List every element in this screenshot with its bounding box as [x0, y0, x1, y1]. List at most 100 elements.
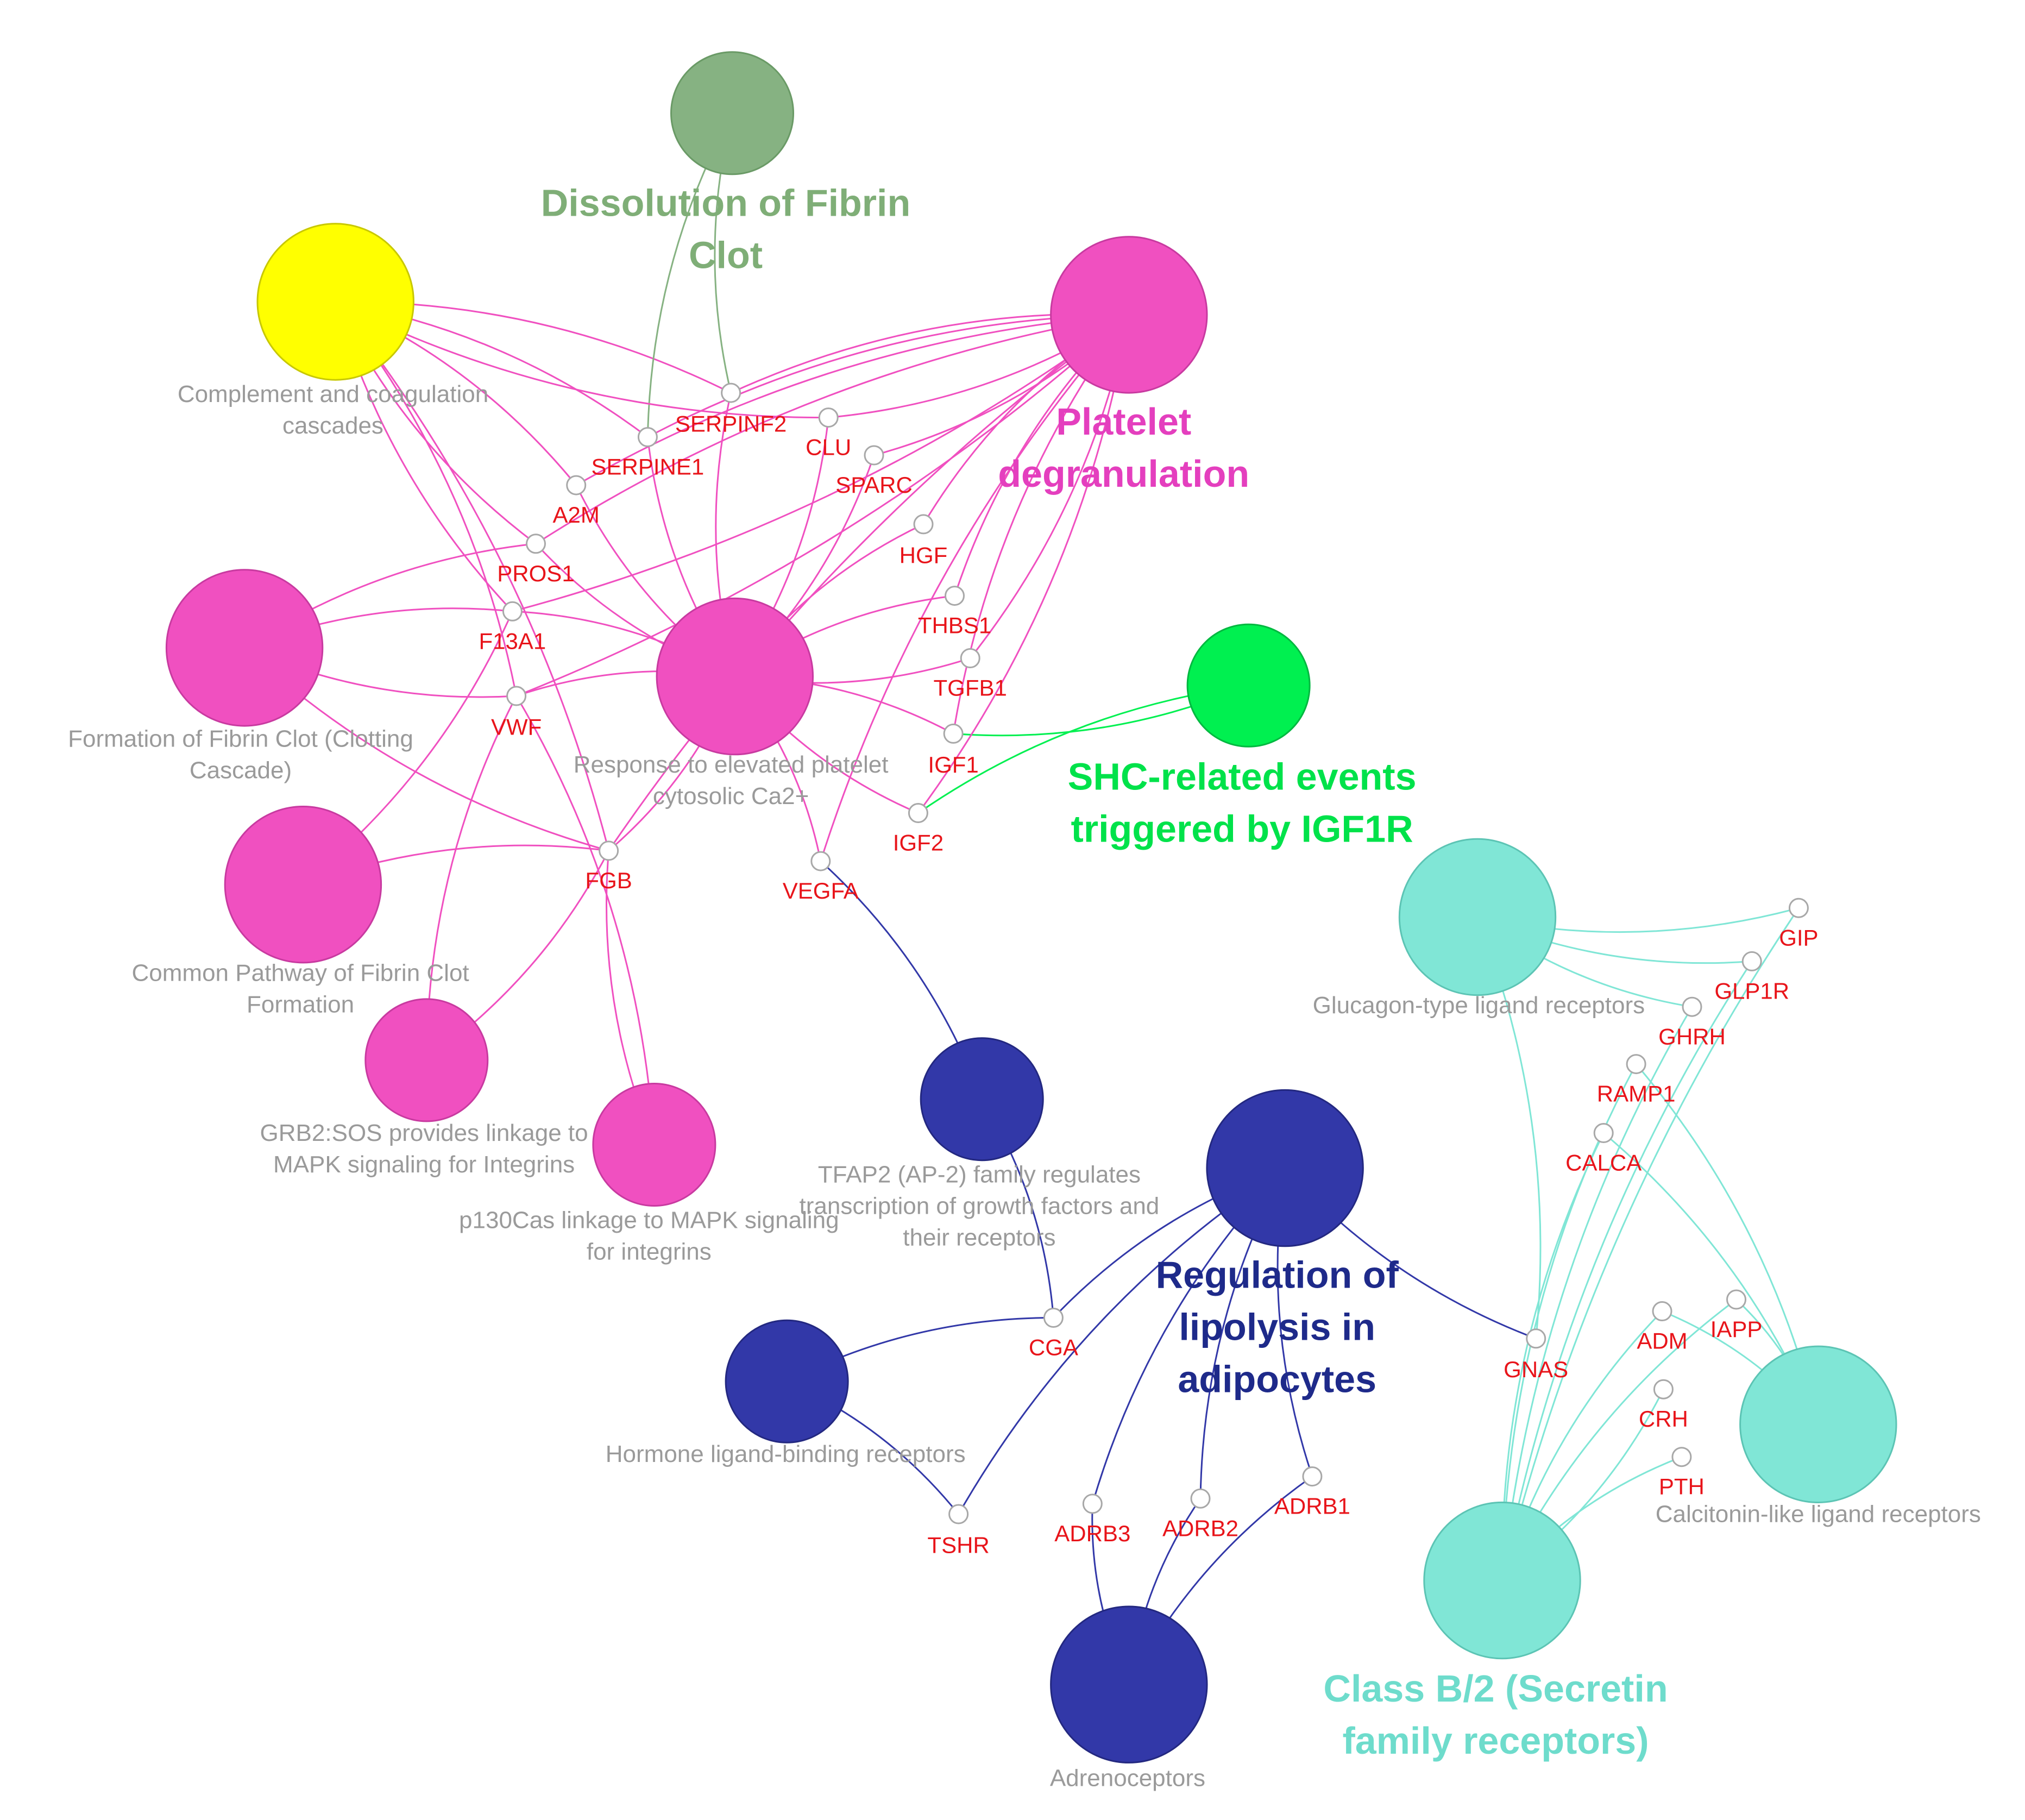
gene-node-iapp[interactable]: [1726, 1289, 1746, 1310]
edge-vwf-platelet-degranulation: [516, 314, 1130, 697]
group-label-line: Dissolution of Fibrin: [541, 182, 910, 224]
gene-node-igf1[interactable]: [943, 723, 964, 744]
group-label-line: triggered by IGF1R: [1071, 807, 1413, 850]
gene-node-gip[interactable]: [1788, 898, 1809, 918]
gene-label-igf2: IGF2: [893, 830, 944, 856]
term-label-line: Formation of Fibrin Clot (Clotting: [68, 725, 413, 752]
gene-label-fgb: FGB: [585, 868, 632, 893]
term-node-p130cas[interactable]: [592, 1083, 716, 1207]
term-node-response-ca[interactable]: [656, 597, 814, 756]
term-node-common-pathway[interactable]: [224, 806, 382, 964]
gene-label-igf1: IGF1: [928, 752, 978, 777]
term-label-line: MAPK signaling for Integrins: [273, 1151, 575, 1178]
gene-node-sparc[interactable]: [864, 445, 884, 466]
gene-node-serpinf2[interactable]: [721, 382, 741, 403]
gene-node-calca[interactable]: [1593, 1123, 1614, 1143]
group-label-line: degranulation: [998, 453, 1249, 495]
gene-nodes-layer: [502, 382, 1809, 1524]
term-node-calcitonin[interactable]: [1739, 1345, 1897, 1504]
gene-label-a2m: A2M: [553, 502, 600, 528]
term-node-hormone[interactable]: [725, 1319, 849, 1444]
term-label-line: Complement and coagulation: [178, 381, 488, 407]
term-node-adrenoceptors[interactable]: [1050, 1605, 1208, 1763]
term-label-line: GRB2:SOS provides linkage to: [260, 1120, 588, 1146]
edge-vwf-p130cas: [515, 695, 655, 1145]
gene-node-ramp1[interactable]: [1626, 1054, 1646, 1075]
gene-node-thbs1[interactable]: [945, 586, 965, 606]
gene-label-tshr: TSHR: [927, 1533, 989, 1558]
gene-node-glp1r[interactable]: [1741, 951, 1762, 971]
term-label-line: transcription of growth factors and: [800, 1193, 1160, 1220]
term-node-secretin[interactable]: [1423, 1501, 1581, 1660]
gene-node-a2m[interactable]: [566, 475, 587, 495]
gene-node-pth[interactable]: [1671, 1447, 1692, 1467]
term-label-line: Adrenoceptors: [1050, 1765, 1205, 1791]
gene-node-igf2[interactable]: [908, 803, 928, 823]
group-label-line: family receptors): [1342, 1719, 1649, 1762]
gene-label-ramp1: RAMP1: [1597, 1081, 1676, 1107]
gene-label-calca: CALCA: [1565, 1150, 1642, 1176]
gene-label-glp1r: GLP1R: [1714, 978, 1789, 1004]
gene-node-adm[interactable]: [1652, 1301, 1672, 1321]
gene-label-crh: CRH: [1639, 1406, 1688, 1432]
term-node-grb2[interactable]: [364, 998, 489, 1122]
gene-label-adrb3: ADRB3: [1054, 1521, 1130, 1546]
gene-node-serpine1[interactable]: [637, 427, 658, 447]
edge-vegfa-platelet-degranulation: [820, 314, 1130, 862]
term-label-line: cytosolic Ca2+: [653, 783, 809, 809]
term-label-line: for integrins: [587, 1238, 712, 1265]
term-label-response-ca: Response to elevated platelet cytosolic C…: [574, 751, 889, 809]
gene-label-cga: CGA: [1029, 1335, 1078, 1360]
term-node-lipolysis[interactable]: [1206, 1089, 1364, 1247]
term-label-line: Calcitonin-like ligand receptors: [1656, 1501, 1981, 1527]
gene-node-vegfa[interactable]: [810, 851, 831, 871]
gene-node-adrb3[interactable]: [1082, 1493, 1103, 1514]
gene-node-gnas[interactable]: [1526, 1328, 1546, 1349]
gene-label-iapp: IAPP: [1710, 1316, 1763, 1342]
gene-node-clu[interactable]: [818, 407, 839, 428]
term-node-complement[interactable]: [256, 223, 414, 381]
term-node-platelet-degranulation[interactable]: [1050, 236, 1208, 394]
gene-node-pros1[interactable]: [526, 534, 546, 554]
edge-f13a1-platelet-degranulation: [512, 314, 1130, 612]
term-label-tfap2: TFAP2 (AP-2) family regulates transcripti…: [800, 1162, 1160, 1251]
gene-node-crh[interactable]: [1653, 1379, 1674, 1399]
gene-label-adrb2: ADRB2: [1162, 1515, 1238, 1541]
edge-fgb-complement: [335, 301, 610, 851]
gene-label-ghrh: GHRH: [1658, 1024, 1726, 1049]
gene-node-tshr[interactable]: [948, 1504, 969, 1524]
edge-fgb-platelet-degranulation: [608, 314, 1130, 851]
group-label-line: Regulation of: [1156, 1254, 1399, 1296]
term-label-line: Hormone ligand-binding receptors: [606, 1441, 966, 1467]
gene-node-adrb1[interactable]: [1302, 1466, 1323, 1487]
group-label-line: Clot: [689, 234, 763, 277]
term-node-fibrin-clot[interactable]: [165, 569, 324, 727]
gene-node-f13a1[interactable]: [502, 601, 523, 622]
gene-label-pros1: PROS1: [497, 561, 574, 586]
edges-layer: [244, 112, 1819, 1685]
term-label-glucagon: Glucagon-type ligand receptors: [1313, 992, 1645, 1019]
term-label-line: Response to elevated platelet: [574, 751, 889, 778]
gene-node-vwf[interactable]: [506, 686, 527, 706]
gene-node-adrb2[interactable]: [1190, 1488, 1211, 1509]
edge-glp1r-secretin: [1501, 961, 1753, 1581]
gene-node-ghrh[interactable]: [1682, 996, 1702, 1017]
gene-node-tgfb1[interactable]: [960, 648, 980, 668]
term-node-tfap2[interactable]: [920, 1037, 1044, 1162]
gene-node-cga[interactable]: [1043, 1308, 1064, 1328]
term-label-line: Formation: [247, 991, 354, 1018]
gene-node-fgb[interactable]: [599, 840, 619, 861]
group-label-line: Platelet: [1056, 400, 1191, 443]
term-node-dissolution[interactable]: [670, 51, 794, 175]
term-node-shc[interactable]: [1186, 623, 1311, 748]
gene-label-serpinf2: SERPINF2: [675, 411, 787, 437]
term-label-line: TFAP2 (AP-2) family regulates: [818, 1162, 1141, 1188]
term-node-glucagon[interactable]: [1398, 838, 1557, 996]
gene-node-hgf[interactable]: [913, 514, 934, 535]
